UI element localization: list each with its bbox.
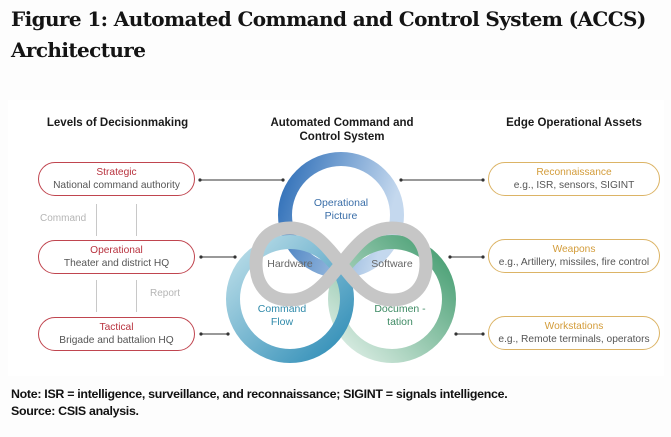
asset-desc: e.g., Remote terminals, operators xyxy=(498,334,650,345)
level-desc: Brigade and battalion HQ xyxy=(59,335,174,346)
asset-box-weapons: Weapons e.g., Artillery, missiles, fire … xyxy=(488,239,660,273)
report-line-lower xyxy=(136,280,137,312)
levels-header: Levels of Decisionmaking xyxy=(46,117,189,129)
level-title: Tactical xyxy=(99,322,134,333)
note-text: Note: ISR = intelligence, surveillance, … xyxy=(11,387,508,401)
label-hardware: Hardware xyxy=(267,258,313,270)
level-title: Operational xyxy=(90,245,143,256)
system-header: Automated Command and Control System xyxy=(270,117,414,143)
infinity-loop xyxy=(249,221,433,307)
command-line-lower xyxy=(96,280,97,312)
label-command-flow: Command Flow xyxy=(257,303,307,328)
report-line-upper xyxy=(136,204,137,236)
asset-title: Reconnaissance xyxy=(536,167,612,178)
ring-command-flow xyxy=(226,235,354,363)
asset-box-reconnaissance: Reconnaissance e.g., ISR, sensors, SIGIN… xyxy=(488,162,660,196)
asset-box-workstations: Workstations e.g., Remote terminals, ope… xyxy=(488,316,660,350)
report-label: Report xyxy=(150,288,181,299)
asset-title: Weapons xyxy=(552,244,596,255)
level-box-strategic: Strategic National command authority xyxy=(38,162,195,196)
assets-header: Edge Operational Assets xyxy=(506,117,642,129)
level-desc: National command authority xyxy=(53,180,180,191)
asset-desc: e.g., ISR, sensors, SIGINT xyxy=(513,180,635,191)
level-box-tactical: Tactical Brigade and battalion HQ xyxy=(38,317,195,351)
command-line-upper xyxy=(96,204,97,236)
command-label: Command xyxy=(40,213,87,224)
source-text: Source: CSIS analysis. xyxy=(11,404,139,418)
asset-title: Workstations xyxy=(544,321,604,332)
level-desc: Theater and district HQ xyxy=(63,258,170,269)
level-box-operational: Operational Theater and district HQ xyxy=(38,240,195,274)
asset-desc: e.g., Artillery, missiles, fire control xyxy=(498,257,650,268)
label-documentation: Documen -tation xyxy=(374,303,426,328)
figure-note: Note: ISR = intelligence, surveillance, … xyxy=(11,386,508,420)
level-title: Strategic xyxy=(96,167,137,178)
ring-documentation xyxy=(328,235,456,363)
figure-title: Figure 1: Automated Command and Control … xyxy=(11,7,646,62)
label-software: Software xyxy=(371,258,413,270)
label-operational-picture: Operational Picture xyxy=(313,197,369,222)
